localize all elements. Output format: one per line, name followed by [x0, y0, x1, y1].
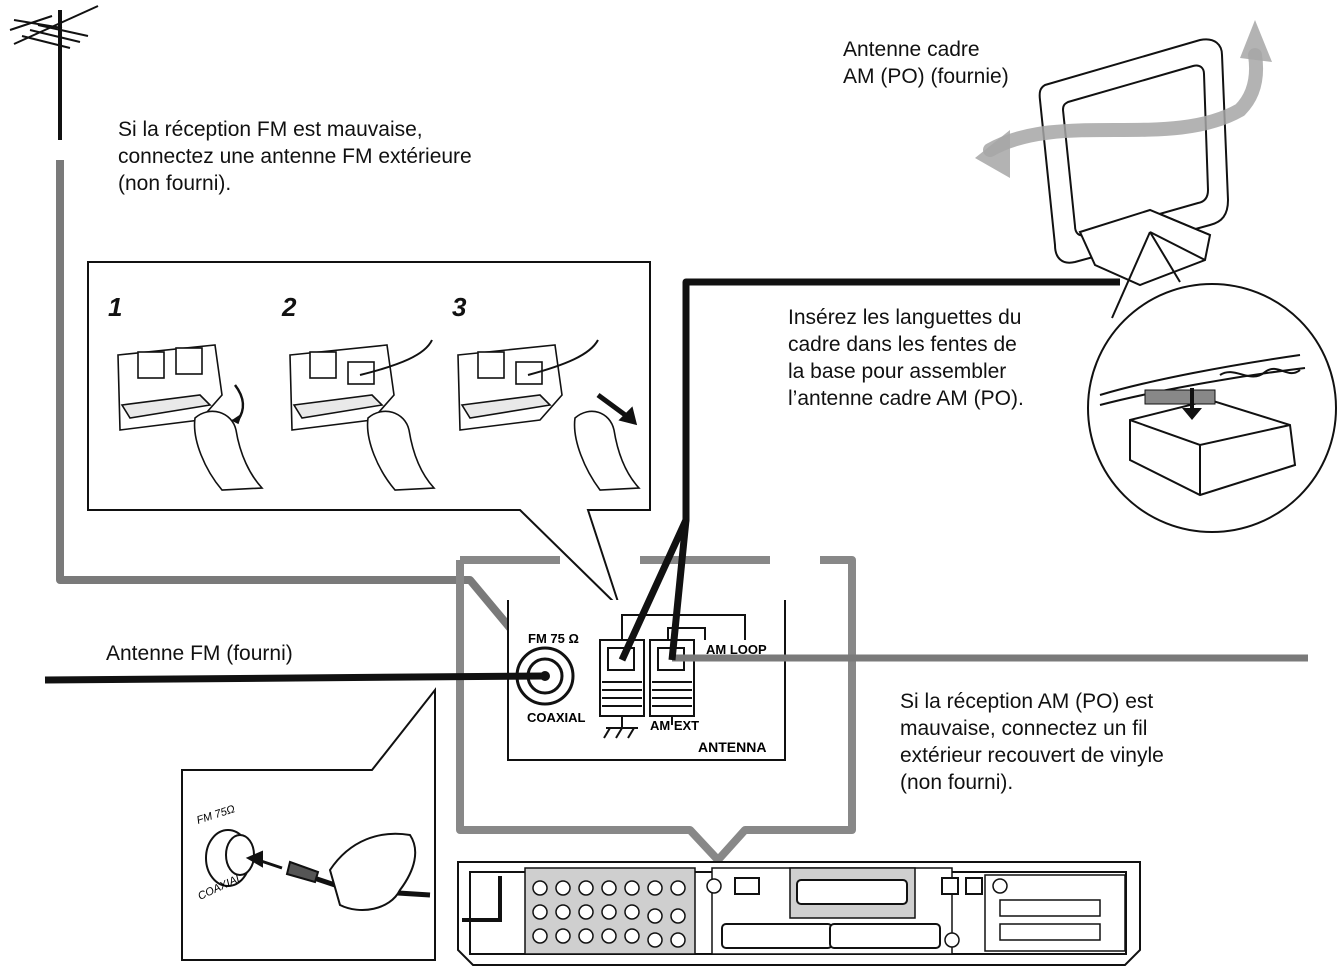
step-2-number: 2 [282, 292, 297, 322]
rotate-arrow-icon [983, 48, 1264, 157]
fm-antenna-wire [44, 672, 546, 684]
outdoor-fm-antenna [9, 5, 99, 140]
panel-zoom-frame [456, 556, 856, 864]
fm-plug-inset [205, 829, 431, 911]
am-loop-wire [618, 278, 1120, 662]
am-ext-label: AM EXT [650, 718, 699, 733]
am-terminal-ground[interactable] [599, 639, 645, 717]
fm-75-ohm-label: FM 75 Ω [528, 631, 579, 646]
fm-poor-reception-note: Si la réception FM est mauvaise, connect… [118, 118, 472, 195]
fm-antenna-label: Antenne FM (fourni) [106, 642, 293, 665]
loop-base-zoom [1087, 231, 1337, 533]
am-loop-antenna [1038, 38, 1230, 287]
step-1-illustration [117, 344, 264, 491]
step-1-number: 1 [108, 292, 123, 322]
coaxial-label: COAXIAL [527, 710, 586, 725]
antenna-label: ANTENNA [698, 739, 766, 755]
receiver-rear-panel [457, 861, 1141, 966]
am-loop-label: AM LOOP [706, 642, 767, 657]
antenna-terminal-panel: FM 75 Ω COAXIAL AM LOOP AM EXT ANTENNA [507, 600, 786, 761]
step-3-illustration [457, 339, 641, 491]
step-2-illustration [289, 339, 436, 491]
ground-symbol-icon [603, 716, 638, 739]
fm-plug-callout-box [181, 687, 436, 961]
step-3-number: 3 [452, 292, 467, 322]
insert-tabs-note: Insérez les languettes du cadre dans les… [788, 306, 1024, 410]
am-loop-antenna-label: Antenne cadre AM (PO) (fournie) [843, 38, 1009, 88]
am-poor-reception-note: Si la réception AM (PO) est mauvaise, co… [900, 690, 1164, 794]
